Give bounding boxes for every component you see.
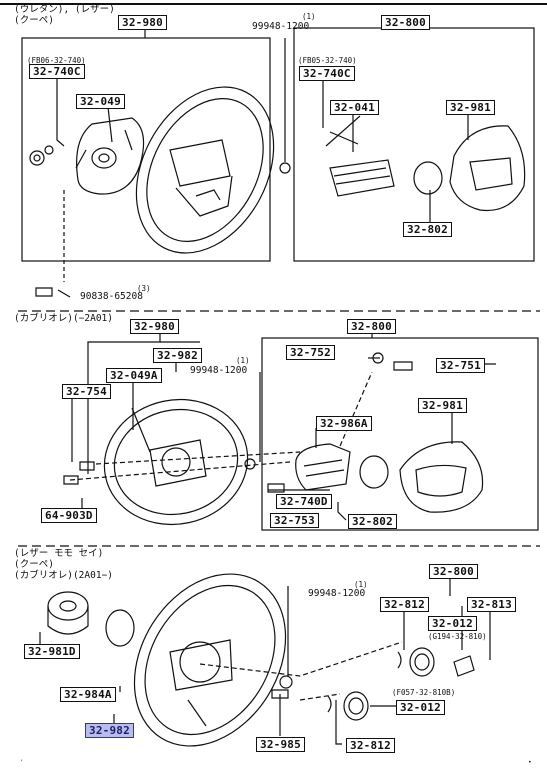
part-label-32-751[interactable]: 32-751 bbox=[436, 358, 485, 373]
note-g194: (G194-32-810) bbox=[428, 632, 487, 641]
note-bolt1-qty: (1) bbox=[302, 12, 316, 21]
s1-clock-spring bbox=[75, 117, 145, 195]
part-label-32-812-a[interactable]: 32-812 bbox=[380, 597, 429, 612]
note-screw-qty: (3) bbox=[137, 284, 151, 293]
s2-airbag-module bbox=[295, 443, 351, 491]
s2-horn-pad bbox=[399, 441, 484, 513]
part-label-32-049[interactable]: 32-049 bbox=[76, 94, 125, 109]
part-label-32-802-s2[interactable]: 32-802 bbox=[348, 514, 397, 529]
section-3-header: (レザー モモ セイ) (クーペ) (カブリオレ)(2A01−) bbox=[14, 548, 113, 581]
note-bolt3-qty: (1) bbox=[354, 580, 368, 589]
part-label-32-740d[interactable]: 32-740D bbox=[276, 494, 332, 509]
part-label-32-985[interactable]: 32-985 bbox=[256, 737, 305, 752]
part-label-32-800[interactable]: 32-800 bbox=[381, 15, 430, 30]
svg-text:': ' bbox=[20, 759, 24, 766]
s3-steering-wheel bbox=[133, 573, 287, 747]
part-label-32-981-s2[interactable]: 32-981 bbox=[418, 398, 467, 413]
part-label-32-981d[interactable]: 32-981D bbox=[24, 644, 80, 659]
note-f057: (F057-32-810B) bbox=[392, 688, 456, 697]
note-fb06: (FB06-32-740) bbox=[27, 56, 86, 65]
part-label-32-984a[interactable]: 32-984A bbox=[60, 687, 116, 702]
part-label-32-753[interactable]: 32-753 bbox=[270, 513, 319, 528]
s1-steering-wheel bbox=[135, 86, 275, 254]
part-label-32-980[interactable]: 32-980 bbox=[118, 15, 167, 30]
note-bolt3-part: 99948-1200 bbox=[308, 588, 366, 599]
part-label-32-012-a[interactable]: 32-012 bbox=[428, 616, 477, 631]
note-screw-part: 90838-65208 bbox=[80, 291, 143, 302]
s2-steering-wheel bbox=[103, 398, 249, 526]
part-label-32-982-highlighted[interactable]: 32-982 bbox=[85, 723, 134, 738]
note-bolt1-part: 99948-1200 bbox=[252, 21, 310, 32]
s3-boss-hub bbox=[47, 591, 89, 635]
part-label-32-802[interactable]: 32-802 bbox=[403, 222, 452, 237]
part-label-64-903d[interactable]: 64-903D bbox=[41, 508, 97, 523]
part-label-32-752[interactable]: 32-752 bbox=[286, 345, 335, 360]
s1-left-box bbox=[21, 37, 271, 262]
part-label-32-740c[interactable]: 32-740C bbox=[29, 64, 85, 79]
note-fb05: (FB05-32-740) bbox=[298, 56, 357, 65]
svg-text:•: • bbox=[528, 759, 532, 766]
part-label-32-981[interactable]: 32-981 bbox=[446, 100, 495, 115]
part-label-32-986a[interactable]: 32-986A bbox=[316, 416, 372, 431]
part-label-32-800-s3[interactable]: 32-800 bbox=[429, 564, 478, 579]
part-label-32-813[interactable]: 32-813 bbox=[467, 597, 516, 612]
s1-airbag-module bbox=[325, 115, 395, 197]
part-label-32-980-s2[interactable]: 32-980 bbox=[130, 319, 179, 334]
part-label-32-012-b[interactable]: 32-012 bbox=[396, 700, 445, 715]
note-bolt2-qty: (1) bbox=[236, 356, 250, 365]
s2-right-box bbox=[261, 337, 539, 531]
part-label-32-982-s2[interactable]: 32-982 bbox=[153, 348, 202, 363]
part-label-32-754[interactable]: 32-754 bbox=[62, 384, 111, 399]
part-label-32-800-s2[interactable]: 32-800 bbox=[347, 319, 396, 334]
s1-horn-pad bbox=[449, 125, 526, 212]
note-bolt2-part: 99948-1200 bbox=[190, 365, 248, 376]
section-1-header: (ウレタン), (レザー) (クーペ) bbox=[14, 4, 115, 26]
part-label-32-041[interactable]: 32-041 bbox=[330, 100, 379, 115]
section-2-header: (カブリオレ)(−2A01) bbox=[14, 313, 113, 324]
part-label-32-049a[interactable]: 32-049A bbox=[106, 368, 162, 383]
part-label-32-812-b[interactable]: 32-812 bbox=[346, 738, 395, 753]
part-label-32-740c-b[interactable]: 32-740C bbox=[299, 66, 355, 81]
